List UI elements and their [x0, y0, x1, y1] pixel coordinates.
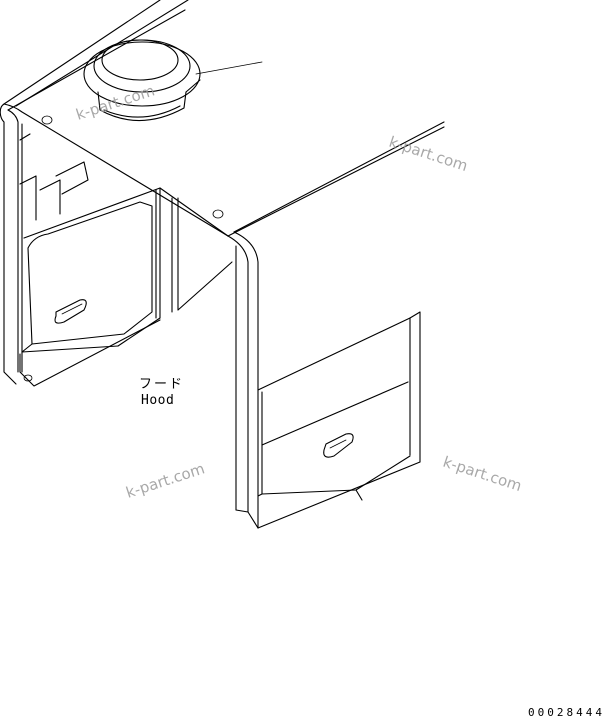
- hood-left-side: [19, 123, 233, 387]
- watermark: k-part.com: [387, 133, 470, 175]
- hood-cap: [83, 39, 263, 122]
- watermark-group: k-part.com k-part.com k-part.com k-part.…: [74, 81, 524, 501]
- hood-body: [0, 0, 445, 529]
- watermark: k-part.com: [441, 453, 524, 495]
- part-label-jp: フード: [139, 377, 185, 392]
- part-label-en: Hood: [141, 393, 175, 408]
- drawing-number: 00028444: [528, 706, 605, 719]
- watermark: k-part.com: [124, 459, 207, 501]
